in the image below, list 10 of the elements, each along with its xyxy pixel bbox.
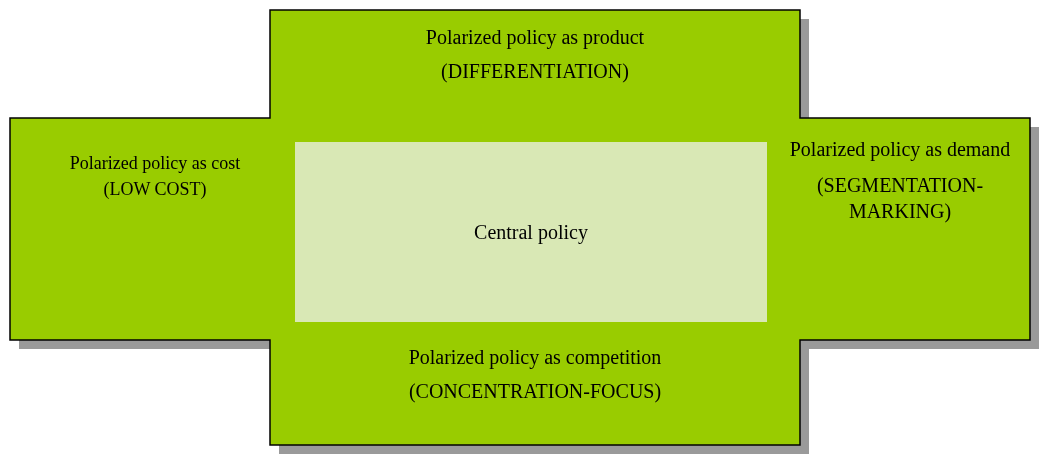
heading-text: Polarized policy as demand bbox=[789, 137, 1011, 162]
subheading-text: (LOW COST) bbox=[103, 178, 207, 201]
subheading-text: (DIFFERENTIATION) bbox=[441, 59, 629, 84]
heading-text: Polarized policy as competition bbox=[408, 345, 662, 370]
central-box bbox=[295, 142, 767, 322]
heading-text: Polarized policy as cost bbox=[69, 152, 241, 175]
heading-text: Polarized policy as product bbox=[425, 25, 645, 50]
heading-text: Central policy bbox=[474, 220, 588, 245]
subheading-text: (CONCENTRATION-FOCUS) bbox=[408, 379, 662, 404]
subheading-text: (SEGMENTATION-MARKING) bbox=[815, 173, 985, 224]
